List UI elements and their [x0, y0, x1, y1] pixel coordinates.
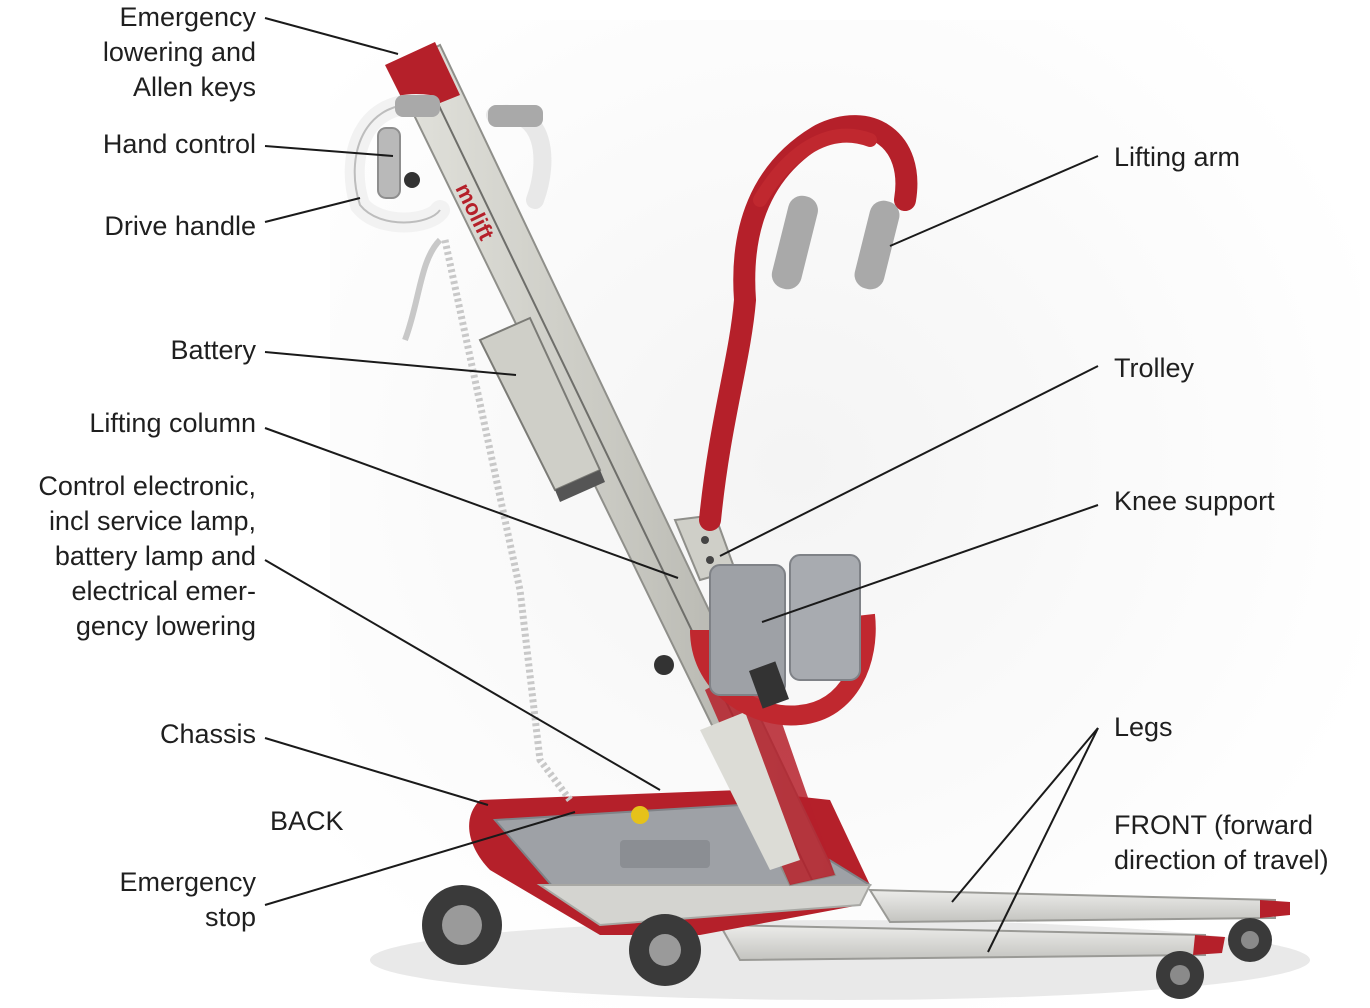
label-battery: Battery: [170, 335, 256, 365]
label-legs: Legs: [1114, 712, 1173, 742]
leader-lines: [264, 17, 1099, 953]
label-hand-control: Hand control: [102, 129, 256, 159]
legs: [718, 888, 1290, 999]
label-control-electronic: Control electronic, incl service lamp, b…: [38, 471, 256, 641]
label-chassis: Chassis: [159, 719, 256, 749]
leader-chassis: [264, 737, 489, 806]
leader-lifting-arm: [889, 155, 1099, 247]
label-lifting-column: Lifting column: [89, 408, 256, 438]
label-knee-support: Knee support: [1114, 486, 1275, 516]
chassis: [422, 790, 872, 986]
knee-support: [690, 554, 876, 726]
leader-lifting-column: [264, 427, 679, 579]
label-emergency-stop: Emergency stop: [119, 867, 256, 932]
label-lifting-arm: Lifting arm: [1114, 142, 1241, 172]
leader-emergency-lowering: [264, 17, 399, 55]
leader-legs-a: [951, 727, 1099, 903]
leader-knee-support: [761, 504, 1099, 623]
lifting-arm: [699, 115, 918, 531]
leader-legs-b: [987, 727, 1099, 953]
label-emergency-lowering: Emergency lowering and Allen keys: [102, 2, 256, 102]
leader-hand-control: [264, 145, 394, 157]
label-drive-handle: Drive handle: [104, 211, 256, 241]
battery: [478, 316, 605, 502]
coiled-cable: [441, 239, 573, 803]
label-trolley: Trolley: [1114, 353, 1195, 383]
leader-control-electronic: [264, 559, 661, 791]
hand-control: [377, 127, 443, 342]
leader-emergency-stop: [264, 811, 576, 906]
drive-handle: [344, 93, 552, 233]
label-back: BACK: [270, 806, 344, 836]
leader-trolley: [719, 365, 1099, 557]
leader-battery: [264, 351, 517, 376]
leader-drive-handle: [264, 197, 361, 223]
label-front: FRONT (forward direction of travel): [1114, 810, 1329, 875]
